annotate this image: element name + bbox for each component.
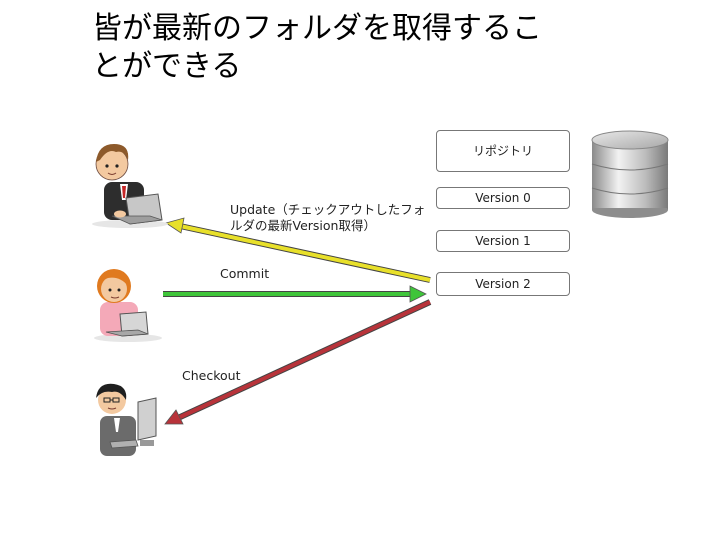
user-laptop-male-icon — [92, 144, 168, 228]
update-arrow — [165, 217, 431, 283]
slide-title: 皆が最新のフォルダを取得するこ とができる — [92, 10, 632, 86]
user-laptop-female-icon — [94, 269, 162, 342]
update-label-line-2: ルダの最新Version取得） — [230, 218, 376, 233]
checkout-arrow — [164, 299, 432, 425]
commit-label: Commit — [220, 266, 270, 281]
version-2-box: Version 2 — [436, 272, 570, 296]
repository-header-label: リポジトリ — [472, 144, 533, 158]
commit-arrow — [163, 285, 427, 303]
version-0-label: Version 0 — [475, 191, 531, 205]
title-line-2: とができる — [92, 49, 242, 84]
update-label-line-1: Update（チェックアウトしたフォ — [230, 202, 426, 217]
update-label: Update（チェックアウトしたフォ ルダの最新Version取得） — [230, 202, 425, 234]
checkout-label: Checkout — [182, 368, 241, 383]
version-1-box: Version 1 — [436, 230, 570, 252]
repository-header: リポジトリ — [436, 130, 570, 172]
version-0-box: Version 0 — [436, 187, 570, 209]
title-line-1: 皆が最新のフォルダを取得するこ — [92, 11, 542, 46]
database-icon — [591, 130, 669, 218]
user-desktop-male-icon — [96, 383, 157, 456]
version-1-label: Version 1 — [475, 234, 531, 248]
version-2-label: Version 2 — [475, 277, 531, 291]
